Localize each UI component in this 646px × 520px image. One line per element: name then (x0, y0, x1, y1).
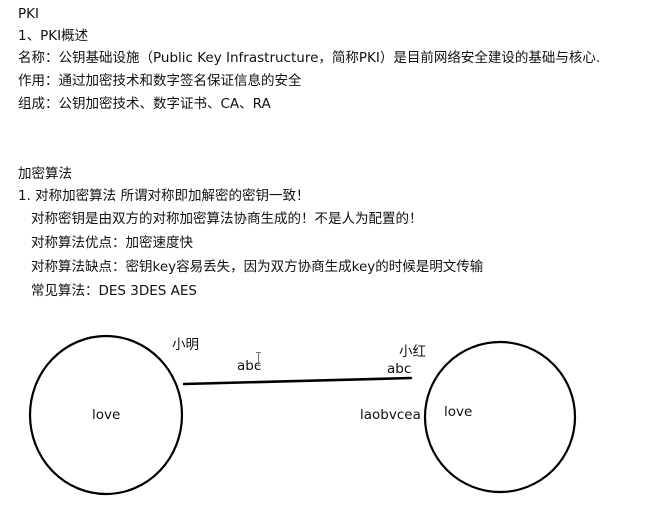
text-cursor-icon (256, 352, 261, 366)
right-circle-text: love (444, 404, 473, 420)
pki-name-line: 名称：公钥基础设施（Public Key Infrastructure，简称PK… (18, 50, 601, 66)
pki-heading: PKI (18, 6, 39, 22)
left-circle-text: love (92, 407, 121, 423)
cipher-text-label: laobvcea (360, 407, 421, 423)
right-party-circle (423, 340, 577, 494)
right-message-label: abc (387, 361, 412, 377)
symmetric-disadvantage: 对称算法缺点：密钥key容易丢失，因为双方协商生成key的时候是明文传输 (31, 259, 484, 275)
left-party-label: 小明 (172, 337, 199, 353)
pki-components-line: 组成：公钥加密技术、数字证书、CA、RA (18, 96, 271, 112)
pki-purpose-line: 作用：通过加密技术和数字签名保证信息的安全 (18, 73, 302, 89)
left-message-label: abc (237, 358, 262, 374)
common-algorithms: 常见算法：DES 3DES AES (31, 283, 197, 299)
left-party-circle (28, 334, 184, 496)
symmetric-key-origin: 对称密钥是由双方的对称加密算法协商生成的！不是人为配置的！ (31, 211, 423, 227)
right-party-label: 小红 (399, 344, 426, 360)
pki-overview-title: 1、PKI概述 (18, 28, 89, 44)
crypto-heading: 加密算法 (18, 166, 72, 182)
symmetric-advantage: 对称算法优点：加密速度快 (31, 235, 193, 251)
transmission-line (182, 376, 413, 386)
symmetric-title: 1. 对称加密算法 所谓对称即加解密的密钥一致！ (18, 188, 310, 204)
